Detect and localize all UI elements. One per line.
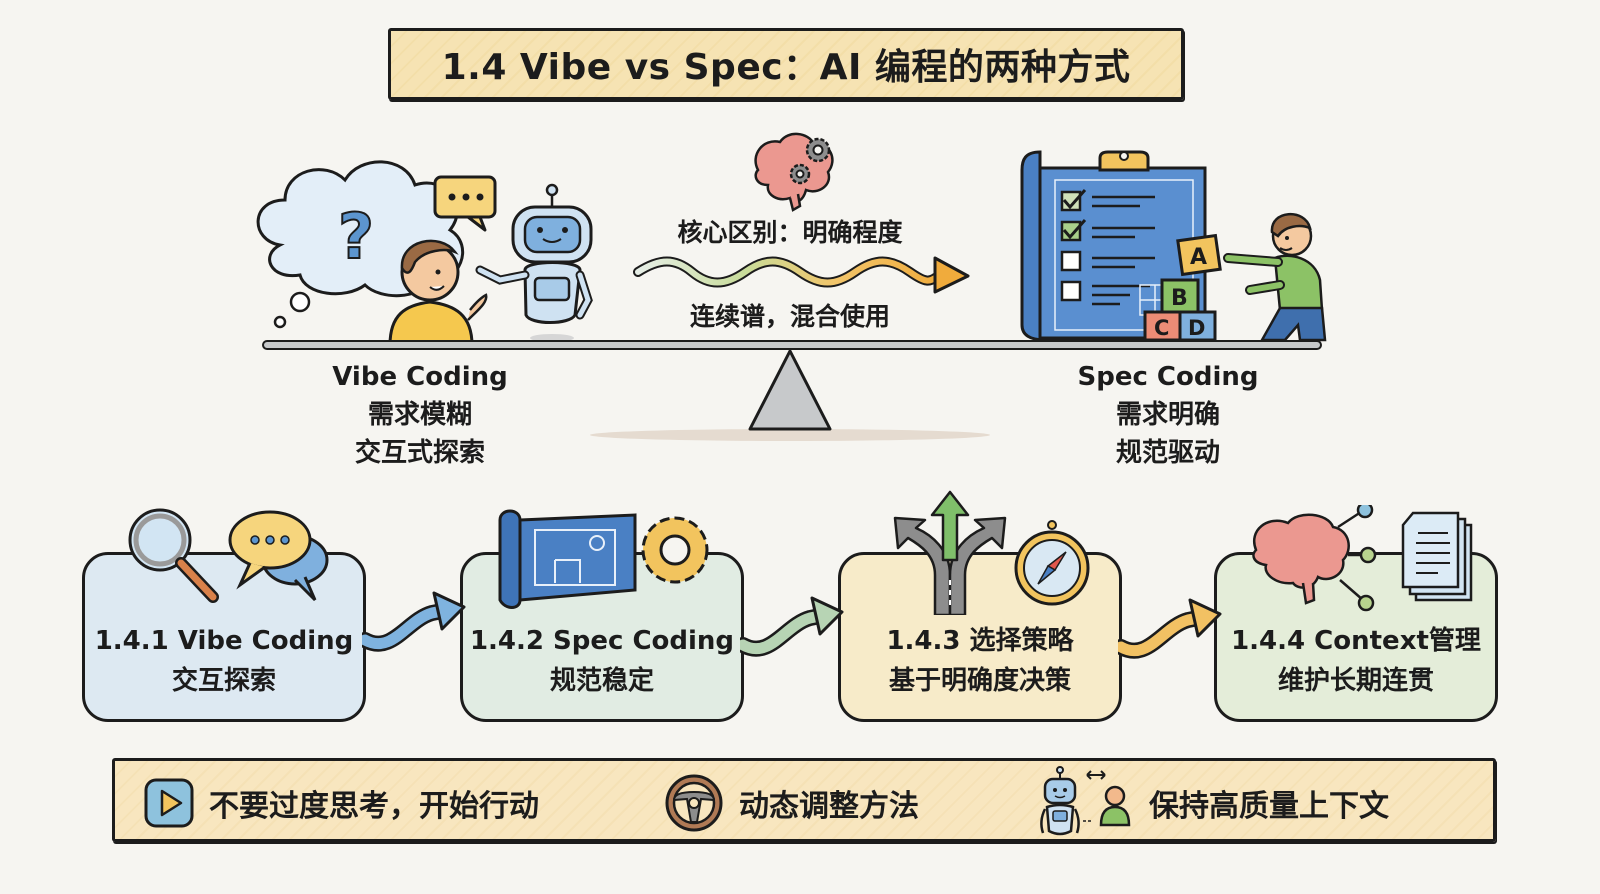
gear-icon [641, 516, 709, 584]
vibe-approach: 交互式探索 [354, 438, 485, 468]
steering-wheel-icon [665, 774, 723, 832]
robot-human-exchange-icon [1040, 766, 1131, 836]
tip-text: 不要过度思考，开始行动 [209, 789, 539, 824]
robot-icon [475, 183, 593, 342]
tip-quality-context: 保持高质量上下文 [1035, 761, 1389, 845]
card-subtitle: 交互探索 [171, 666, 276, 696]
page-title: 1.4 Vibe vs Spec：AI 编程的两种方式 [441, 47, 1131, 88]
card-title: 1.4.3 选择策略 [886, 626, 1074, 656]
vibe-requirement: 需求模糊 [367, 400, 472, 430]
arrow-3-to-4-icon [1118, 598, 1222, 659]
card-subtitle: 基于明确度决策 [888, 666, 1071, 696]
core-difference-label: 核心区别：明确程度 [677, 218, 903, 247]
blueprint-icon [498, 509, 637, 609]
svg-text:A: A [1190, 245, 1207, 270]
footer-tips-banner: 不要过度思考，开始行动 动态调整方法 保持高质量上下文 [112, 758, 1496, 842]
tip-text: 保持高质量上下文 [1149, 789, 1389, 824]
person-icon [388, 239, 488, 345]
spec-side-labels: Spec Coding 需求明确 规范驱动 [1048, 358, 1288, 472]
documents-icon [1401, 511, 1473, 602]
chat-bubbles-icon [228, 510, 329, 602]
arrow-1-to-2-icon [362, 591, 466, 652]
card-subtitle: 规范稳定 [549, 666, 654, 696]
balance-beam [262, 340, 1322, 350]
spectrum-arrow-icon [633, 256, 970, 294]
brain-gears-icon [754, 132, 834, 212]
svg-text:C: C [1154, 316, 1169, 340]
spectrum-note-label: 连续谱，混合使用 [689, 302, 890, 331]
card-title: 1.4.4 Context管理 [1231, 626, 1481, 656]
card-title: 1.4.1 Vibe Coding [94, 626, 354, 656]
brain-network-icon [1252, 505, 1377, 612]
fork-road-arrows-icon [893, 490, 1007, 615]
card3-icons [893, 490, 1090, 615]
card-subtitle: 维护长期连贯 [1277, 666, 1434, 696]
arrow-2-to-3-icon [740, 596, 844, 657]
tip-text: 动态调整方法 [739, 789, 919, 824]
spec-approach: 规范驱动 [1115, 438, 1220, 468]
compass-icon [1014, 520, 1090, 606]
blocks-abcd-icon: A B C D [1143, 233, 1222, 342]
spec-illustration: A B C D [1020, 150, 1327, 342]
vibe-illustration: ? [256, 160, 593, 345]
card-vibe-coding[interactable]: 1.4.1 Vibe Coding 交互探索 [82, 552, 366, 722]
card2-icons [498, 509, 709, 609]
vibe-coding-name: Vibe Coding [332, 362, 508, 392]
tip-start-action: 不要过度思考，开始行动 [143, 761, 539, 845]
play-button-icon [144, 778, 194, 828]
title-banner: 1.4 Vibe vs Spec：AI 编程的两种方式 [388, 28, 1184, 100]
fulcrum-icon [590, 349, 990, 441]
card-title: 1.4.2 Spec Coding [469, 626, 735, 656]
vibe-side-labels: Vibe Coding 需求模糊 交互式探索 [300, 358, 540, 472]
card4-icons [1252, 505, 1473, 612]
magnifier-icon [128, 508, 219, 603]
speech-bubble-icon [433, 175, 497, 232]
spec-coding-name: Spec Coding [1077, 362, 1259, 392]
person-building-icon [1223, 212, 1327, 342]
svg-text:B: B [1171, 286, 1188, 311]
svg-text:D: D [1188, 316, 1205, 340]
tip-adjust-method: 动态调整方法 [663, 761, 919, 845]
spec-requirement: 需求明确 [1115, 400, 1220, 430]
svg-text:?: ? [338, 200, 374, 273]
card1-icons [128, 508, 329, 603]
